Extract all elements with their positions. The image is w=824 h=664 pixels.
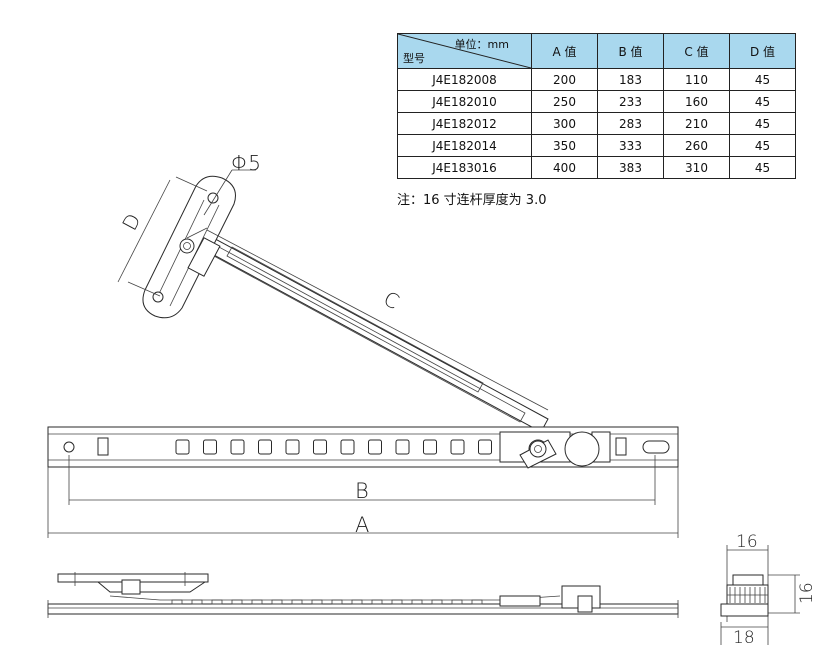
col-header-c: C 值	[663, 33, 730, 69]
col-header-d: D 值	[729, 33, 796, 69]
cell-c: 210	[663, 112, 730, 135]
col-header-a: A 值	[531, 33, 598, 69]
side-bump	[371, 599, 383, 605]
model-label: 型号	[403, 52, 425, 65]
rail-slot	[258, 439, 272, 455]
cell-model: J4E182008	[397, 68, 532, 91]
a-label: A	[355, 513, 369, 537]
table-row: J4E182012 300 283 210 45	[397, 112, 796, 135]
side-bump	[331, 599, 343, 605]
side-bump	[431, 599, 443, 605]
cross-section	[720, 545, 800, 645]
cell-model: J4E182014	[397, 134, 532, 157]
table-row: J4E182014 350 333 260 45	[397, 134, 796, 157]
width-bottom-label: 18	[733, 628, 755, 648]
side-bump	[451, 599, 463, 605]
rail-slot	[285, 439, 300, 455]
cell-model: J4E182010	[397, 90, 532, 113]
side-bump	[271, 599, 283, 605]
unit-label: 单位：mm	[454, 38, 509, 51]
side-bump	[171, 599, 183, 605]
table-row: J4E183016 400 383 310 45	[397, 156, 796, 179]
cell-a: 300	[531, 112, 598, 135]
cell-a: 200	[531, 68, 598, 91]
cell-c: 310	[663, 156, 730, 179]
rail-slot	[450, 439, 465, 455]
thickness-note: 注：16 寸连杆厚度为 3.0	[397, 193, 547, 208]
cell-d: 45	[729, 68, 796, 91]
side-bump	[411, 599, 423, 605]
link-arm	[117, 169, 549, 433]
cell-a: 350	[531, 134, 598, 157]
width-top-label: 16	[736, 532, 758, 552]
side-bump	[251, 599, 263, 605]
rail-slot	[230, 439, 245, 455]
cell-a: 400	[531, 156, 598, 179]
rail-slot	[340, 439, 355, 455]
d-label: D	[117, 209, 145, 234]
cell-b: 383	[597, 156, 664, 179]
rail-slot	[203, 439, 217, 455]
side-bump	[231, 599, 243, 605]
cell-c: 160	[663, 90, 730, 113]
b-label: B	[355, 479, 369, 503]
cell-model: J4E183016	[397, 156, 532, 179]
main-rail	[47, 426, 679, 538]
cell-d: 45	[729, 156, 796, 179]
side-bump	[471, 599, 483, 605]
side-bump	[391, 599, 403, 605]
rail-slot	[368, 439, 382, 455]
spec-table: 单位：mm 型号 A 值 B 值 C 值 D 值 J4E182008 200 1…	[397, 33, 796, 179]
side-bump	[291, 599, 303, 605]
phi5-label: Φ5	[231, 151, 261, 175]
table-row: J4E182008 200 183 110 45	[397, 68, 796, 91]
col-header-b: B 值	[597, 33, 664, 69]
rail-slot	[478, 439, 492, 455]
cell-b: 283	[597, 112, 664, 135]
height-side-label: 16	[797, 582, 817, 604]
table-row: J4E182010 250 233 160 45	[397, 90, 796, 113]
rail-slot	[175, 439, 190, 455]
side-bump	[351, 599, 363, 605]
cell-a: 250	[531, 90, 598, 113]
cell-d: 45	[729, 90, 796, 113]
side-view	[47, 572, 679, 618]
rail-slot	[313, 439, 327, 455]
cell-c: 260	[663, 134, 730, 157]
cell-c: 110	[663, 68, 730, 91]
cell-d: 45	[729, 112, 796, 135]
cell-b: 333	[597, 134, 664, 157]
cell-b: 183	[597, 68, 664, 91]
header-diagonal-cell: 单位：mm 型号	[397, 33, 532, 69]
side-bump	[191, 599, 203, 605]
cell-b: 233	[597, 90, 664, 113]
side-bump	[311, 599, 323, 605]
rail-slot	[423, 439, 437, 455]
side-bump	[211, 599, 223, 605]
cell-model: J4E182012	[397, 112, 532, 135]
rail-slot	[395, 439, 410, 455]
c-label: C	[380, 286, 404, 314]
cell-d: 45	[729, 134, 796, 157]
table-header-row: 单位：mm 型号 A 值 B 值 C 值 D 值	[397, 33, 796, 69]
